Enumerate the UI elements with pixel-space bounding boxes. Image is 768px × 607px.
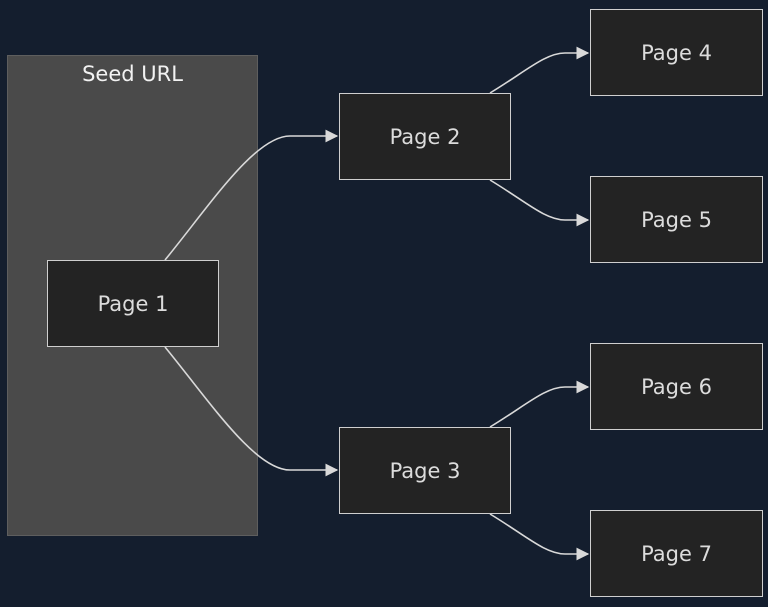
edge-page3-page7: [489, 513, 590, 561]
edge-page3-page6: [489, 380, 590, 428]
node-page-6: Page 6: [590, 343, 763, 430]
edge-page1-page2: [164, 129, 339, 261]
edge-page2-page4: [489, 46, 590, 94]
node-page-3: Page 3: [339, 427, 511, 514]
node-page-4: Page 4: [590, 9, 763, 96]
cluster-label: Seed URL: [82, 62, 183, 86]
node-page-5: Page 5: [590, 176, 763, 263]
edge-page1-page3: [164, 346, 339, 477]
node-page-7: Page 7: [590, 510, 763, 597]
edge-page2-page5: [489, 179, 590, 227]
node-page-2: Page 2: [339, 93, 511, 180]
node-page-1: Page 1: [47, 260, 219, 347]
